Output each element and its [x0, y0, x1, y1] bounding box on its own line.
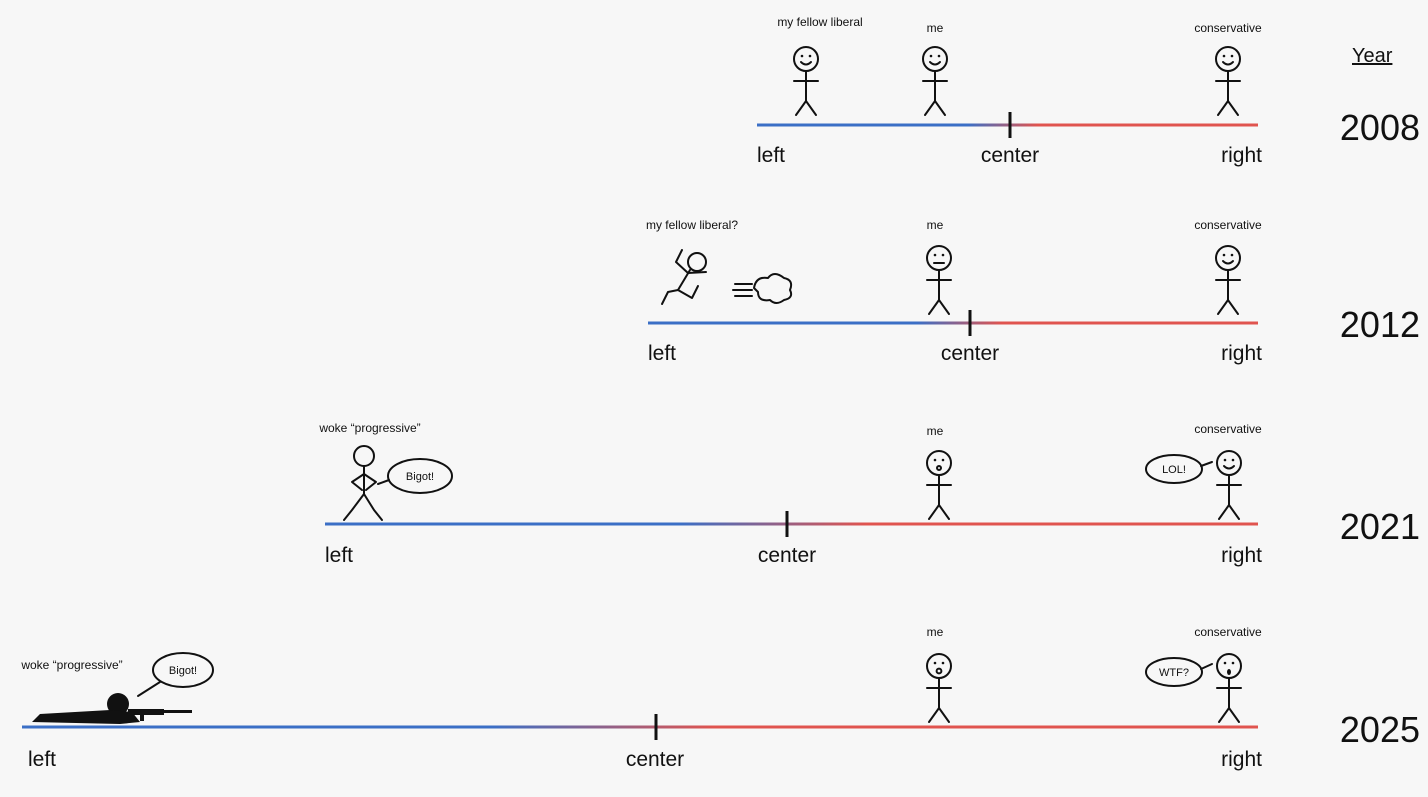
fellow-liberal-label: my fellow liberal? — [646, 218, 738, 232]
me-label: me — [927, 424, 944, 438]
fellow-liberal-label: my fellow liberal — [777, 15, 862, 29]
me-figure-icon — [926, 245, 952, 315]
woke-bubble-text: Bigot! — [406, 471, 434, 483]
fellow-liberal-figure-icon — [793, 46, 819, 116]
woke-speech-bubble: Bigot! — [377, 458, 453, 494]
year-label: 2012 — [1340, 304, 1420, 345]
year-label: 2021 — [1340, 506, 1420, 547]
woke-speech-bubble: Bigot! — [137, 652, 214, 697]
right-label: right — [1221, 544, 1262, 567]
left-label: left — [757, 144, 785, 167]
prone-shooter-figure-icon — [32, 693, 192, 724]
woke-bubble-text: Bigot! — [169, 665, 197, 677]
row-2012: left center right 2012 my fellow liberal… — [646, 218, 1420, 365]
conservative-label: conservative — [1194, 21, 1262, 35]
dust-cloud-icon — [753, 273, 793, 304]
conservative-figure-icon — [1216, 450, 1242, 520]
me-label: me — [927, 218, 944, 232]
me-figure-icon — [922, 46, 948, 116]
conservative-speech-bubble: WTF? — [1145, 657, 1213, 687]
conservative-figure-icon — [1215, 245, 1241, 315]
conservative-label: conservative — [1194, 625, 1262, 639]
conservative-figure-icon — [1216, 653, 1242, 723]
conservative-label: conservative — [1194, 422, 1262, 436]
year-header: Year — [1352, 45, 1393, 67]
me-label: me — [927, 21, 944, 35]
conservative-bubble-text: LOL! — [1162, 464, 1186, 476]
woke-progressive-label: woke “progressive” — [318, 421, 420, 435]
year-label: 2025 — [1340, 709, 1420, 750]
me-figure-icon — [926, 450, 952, 520]
right-label: right — [1221, 144, 1262, 167]
center-label: center — [981, 144, 1039, 167]
woke-progressive-label: woke “progressive” — [20, 658, 122, 672]
year-label: 2008 — [1340, 107, 1420, 148]
conservative-bubble-text: WTF? — [1159, 667, 1189, 679]
conservative-figure-icon — [1215, 46, 1241, 116]
left-label: left — [28, 748, 56, 771]
center-label: center — [626, 748, 684, 771]
woke-progressive-figure-icon — [343, 445, 383, 521]
left-label: left — [648, 342, 676, 365]
me-label: me — [927, 625, 944, 639]
row-2025: left center right 2025 woke “progressive… — [20, 625, 1420, 771]
conservative-speech-bubble: LOL! — [1145, 454, 1213, 484]
row-2008: left center right 2008 my fellow liberal… — [757, 15, 1420, 167]
left-label: left — [325, 544, 353, 567]
center-label: center — [941, 342, 999, 365]
right-label: right — [1221, 342, 1262, 365]
right-label: right — [1221, 748, 1262, 771]
running-figure-icon — [661, 249, 753, 305]
center-label: center — [758, 544, 816, 567]
conservative-label: conservative — [1194, 218, 1262, 232]
me-figure-icon — [926, 653, 952, 723]
row-2021: left center right 2021 woke “progressive… — [318, 421, 1420, 567]
